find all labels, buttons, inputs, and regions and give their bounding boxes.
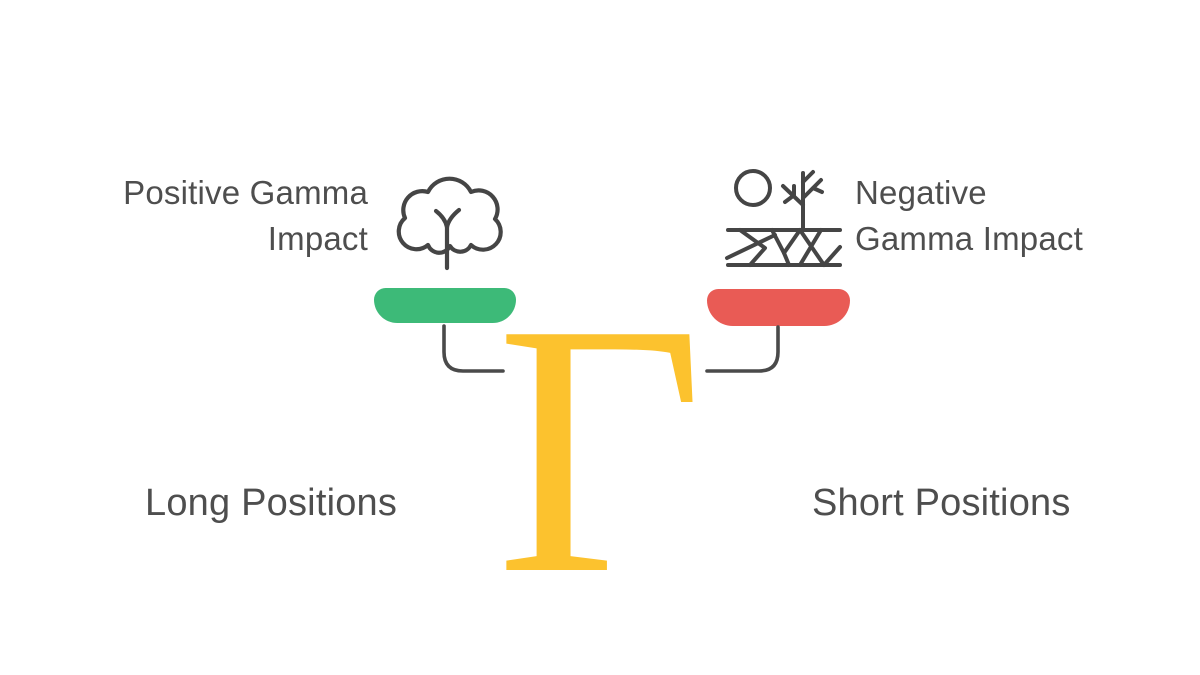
tree-icon-strokes [396, 176, 503, 271]
tree-icon [396, 176, 503, 271]
long-positions-label: Long Positions [145, 482, 398, 524]
negative-scale-bowl [707, 289, 850, 326]
tree-branch-right [444, 207, 462, 230]
negative-impact-label: Negative Gamma Impact [855, 170, 1083, 262]
positive-scale-bowl [374, 288, 516, 323]
drought-icon-strokes [725, 169, 842, 267]
sun-circle [734, 169, 772, 207]
drought-icon [725, 169, 842, 267]
positive-impact-label: Positive Gamma Impact [123, 170, 368, 262]
dead-tree-branch-right [801, 178, 824, 200]
crack-right-diagonal [822, 245, 842, 267]
positive-impact-line2: Impact [267, 220, 368, 257]
crack-diagonal-left [725, 233, 777, 260]
dead-tree-twig-top [801, 170, 815, 184]
crack-chevron-left [738, 228, 767, 267]
tree-canopy [396, 176, 503, 255]
right-connector-arm [705, 325, 780, 373]
negative-impact-line1: Negative [855, 174, 987, 211]
gamma-symbol: Γ [496, 249, 705, 648]
left-connector-arm [442, 324, 505, 373]
tree-branch-left [433, 208, 450, 230]
negative-impact-line2: Gamma Impact [855, 220, 1083, 257]
positive-impact-line1: Positive Gamma [123, 174, 368, 211]
crack-center-tick [782, 251, 791, 267]
crack-right-x [798, 228, 826, 267]
dead-tree-branch-left [781, 184, 805, 207]
short-positions-label: Short Positions [812, 482, 1071, 524]
